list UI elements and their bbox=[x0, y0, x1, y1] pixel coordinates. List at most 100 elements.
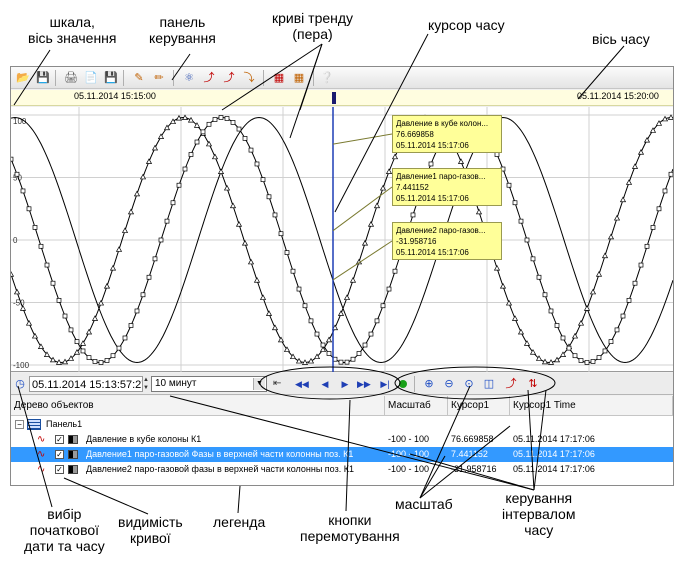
clock-icon[interactable]: ◷ bbox=[15, 377, 25, 390]
help-icon[interactable]: ❔ bbox=[320, 71, 334, 84]
tree-panel-row[interactable]: − Панель1 bbox=[11, 417, 673, 432]
visibility-checkbox[interactable]: ✓ bbox=[55, 465, 64, 474]
series-line[interactable] bbox=[11, 116, 673, 364]
cursor-time-cell: 05.11.2014 17:17:06 bbox=[513, 434, 595, 444]
column-header-cursor[interactable]: Курсор1 bbox=[448, 396, 510, 416]
series-marker bbox=[145, 158, 153, 164]
series-marker bbox=[668, 171, 673, 177]
series-marker bbox=[230, 120, 236, 125]
leader-trend-curve-1 bbox=[221, 43, 323, 111]
series-marker bbox=[320, 342, 326, 348]
series-marker bbox=[175, 114, 183, 121]
series-marker bbox=[122, 335, 128, 341]
rewind-icon[interactable]: ◀ bbox=[321, 379, 329, 389]
step-forward-icon[interactable]: ▶▶ bbox=[357, 379, 371, 389]
series-marker bbox=[152, 256, 158, 262]
trend-settings-icon[interactable]: ⤵ bbox=[243, 71, 255, 84]
series-marker bbox=[205, 140, 213, 147]
series-marker bbox=[583, 305, 591, 311]
save-icon[interactable]: 💾 bbox=[36, 71, 50, 84]
tooltip-3-value: -31.958716 bbox=[396, 237, 437, 246]
series-marker bbox=[662, 188, 668, 194]
pen-add-icon[interactable]: ✎ bbox=[134, 71, 144, 84]
collapse-icon[interactable]: − bbox=[15, 420, 24, 429]
series-marker bbox=[158, 237, 164, 243]
interval-shrink-icon[interactable]: ⤴ bbox=[505, 377, 517, 390]
export-icon[interactable]: ▦ bbox=[293, 71, 305, 84]
series-marker bbox=[374, 318, 380, 324]
series-marker bbox=[302, 303, 308, 309]
series-marker bbox=[290, 268, 296, 274]
zoom-reset-icon[interactable]: ⊙ bbox=[464, 377, 474, 390]
series-marker bbox=[428, 161, 434, 167]
interval-expand-icon[interactable]: ⇅ bbox=[528, 377, 538, 390]
toolbar-separator bbox=[123, 70, 124, 86]
series-marker bbox=[518, 218, 524, 224]
last-icon[interactable]: ▶| bbox=[380, 379, 390, 389]
zoom-out-icon[interactable]: ⊖ bbox=[444, 377, 454, 390]
series-marker bbox=[602, 348, 608, 354]
pen-edit-icon[interactable]: ✏ bbox=[154, 71, 164, 84]
window-icon[interactable]: ▦ bbox=[273, 71, 285, 84]
zoom-in-icon[interactable]: ⊕ bbox=[424, 377, 434, 390]
series-marker bbox=[73, 349, 81, 355]
series-marker bbox=[229, 202, 237, 209]
series-marker bbox=[475, 208, 483, 215]
leader-rewind bbox=[345, 399, 351, 512]
leader-interval-2 bbox=[527, 389, 535, 491]
column-header-scale[interactable]: Масштаб bbox=[385, 396, 448, 416]
datetime-spinner[interactable]: ▲▼ bbox=[143, 377, 149, 391]
callout-scale-axis: шкала,вісь значення bbox=[28, 14, 117, 46]
series-marker bbox=[499, 282, 507, 289]
cursor-tooltip-1: Давление в кубе колон... 76.669858 05.11… bbox=[392, 115, 502, 153]
scale-cell: -100 - 100 bbox=[388, 464, 430, 474]
series-marker bbox=[589, 288, 597, 295]
series-marker bbox=[631, 163, 639, 169]
interval-start-icon[interactable]: ⇤ bbox=[273, 378, 282, 389]
series-marker bbox=[218, 115, 224, 120]
tooltip-3-name: Давление2 паро-газов... bbox=[396, 226, 486, 235]
start-datetime-input[interactable]: 05.11.2014 15:13:57:276 bbox=[29, 376, 143, 392]
time-axis[interactable]: 05.11.2014 15:15:00 05.11.2014 15:20:00 bbox=[11, 90, 673, 106]
tooltip-connector bbox=[332, 186, 393, 232]
print-icon[interactable]: 🖨 bbox=[64, 71, 78, 84]
series-marker bbox=[656, 206, 662, 212]
series-marker bbox=[319, 346, 327, 352]
series-marker bbox=[314, 331, 320, 337]
legend-swatch bbox=[68, 465, 78, 474]
series-marker bbox=[650, 225, 656, 230]
visibility-checkbox[interactable]: ✓ bbox=[55, 435, 64, 444]
step-back-icon[interactable]: ▶ bbox=[341, 379, 349, 389]
series-marker bbox=[13, 288, 21, 295]
first-icon[interactable]: ◀◀ bbox=[295, 379, 309, 389]
series-marker bbox=[535, 355, 543, 361]
print-preview-icon[interactable]: 📄 bbox=[84, 71, 98, 84]
series-marker bbox=[55, 359, 63, 365]
series-marker bbox=[307, 357, 315, 364]
trend-icon[interactable]: ⤴ bbox=[203, 71, 215, 84]
time-cursor-handle[interactable] bbox=[332, 92, 336, 104]
cursor-icon[interactable]: ⚛ bbox=[184, 71, 194, 84]
legend-swatch bbox=[68, 450, 78, 459]
visibility-checkbox[interactable]: ✓ bbox=[55, 450, 64, 459]
series-marker bbox=[133, 190, 141, 197]
leader-interval-1 bbox=[409, 453, 535, 491]
zoom-window-icon[interactable]: ◫ bbox=[483, 377, 495, 390]
zoom-area-icon[interactable]: ⤴ bbox=[223, 71, 235, 84]
leader-legend bbox=[237, 485, 241, 514]
print-setup-icon[interactable]: 💾 bbox=[104, 71, 118, 84]
y-tick-label: -100 bbox=[13, 361, 30, 370]
table-row[interactable]: ∿ ✓ Давление1 паро-газовой Фазы в верхне… bbox=[11, 447, 673, 462]
series-marker bbox=[266, 194, 272, 200]
open-folder-icon[interactable]: 📂 bbox=[16, 71, 30, 84]
series-marker bbox=[590, 359, 596, 364]
legend-label: Давление2 паро-газовой фазы в верхней ча… bbox=[86, 464, 354, 474]
leader-zoom-3 bbox=[419, 425, 511, 499]
table-row[interactable]: ∿ ✓ Давление в кубе колоны К1 -100 - 100… bbox=[11, 432, 673, 447]
series-marker bbox=[385, 168, 393, 174]
column-header-tree[interactable]: Дерево объектов bbox=[11, 396, 385, 416]
series-marker bbox=[620, 313, 626, 319]
